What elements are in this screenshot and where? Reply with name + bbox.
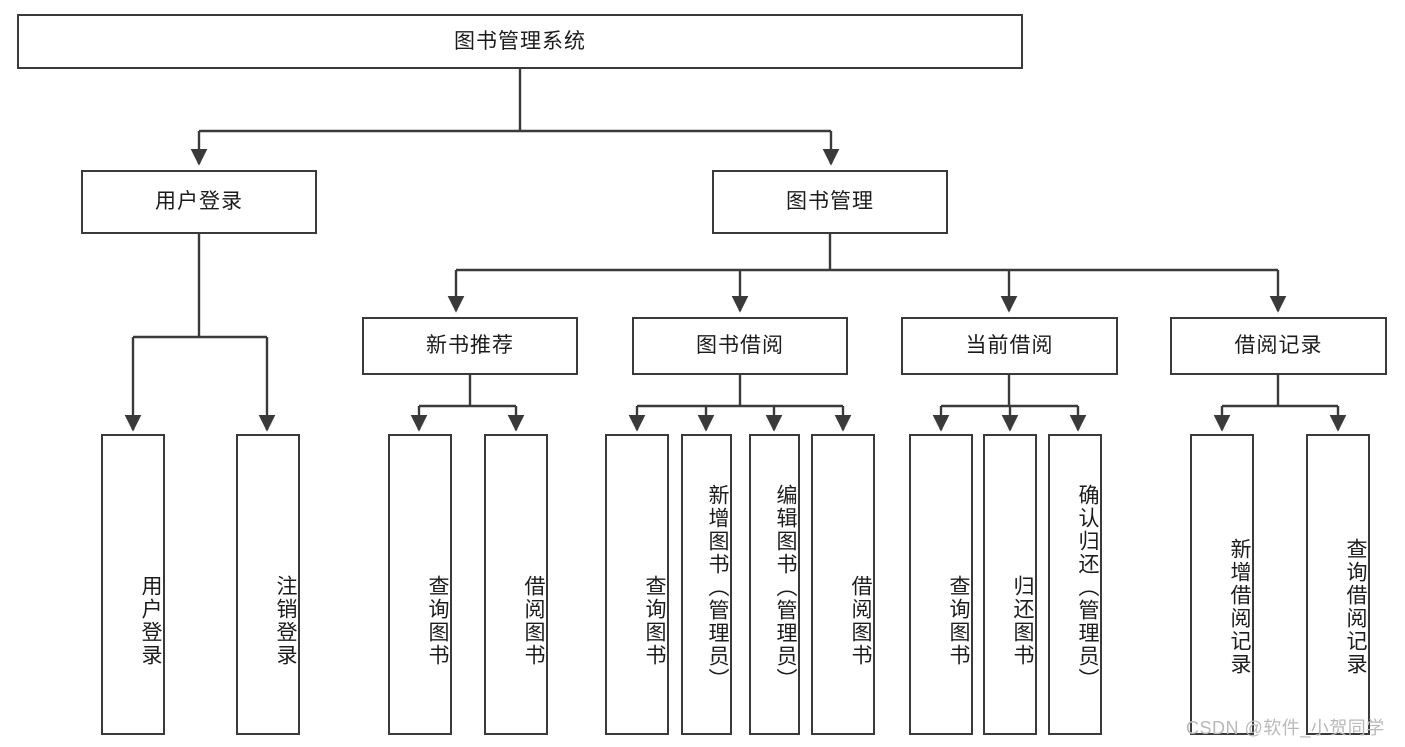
leaf-user-login-label: 用户登录 [139,574,162,667]
node-current-borrow[interactable]: 当前借阅 [901,317,1118,375]
node-new-book-recommend[interactable]: 新书推荐 [362,317,578,375]
leaf-query-book-3-label: 查询图书 [947,574,970,667]
node-new-book-recommend-label: 新书推荐 [426,334,514,358]
leaf-query-record-label: 查询借阅记录 [1344,537,1367,676]
node-book-borrow-label: 图书借阅 [696,334,784,358]
leaf-confirm-return[interactable]: 确认归还（管理员） [1048,434,1102,735]
leaf-logout[interactable]: 注销登录 [236,434,300,735]
leaf-confirm-return-label: 确认归还（管理员） [1076,484,1099,691]
leaf-user-login[interactable]: 用户登录 [101,434,165,735]
leaf-query-book-3[interactable]: 查询图书 [909,434,973,735]
leaf-borrow-book-1-label: 借阅图书 [522,574,545,667]
leaf-query-book-2[interactable]: 查询图书 [605,434,669,735]
node-current-borrow-label: 当前借阅 [965,334,1054,358]
leaf-borrow-book-1[interactable]: 借阅图书 [484,434,548,735]
leaf-query-book-1[interactable]: 查询图书 [388,434,452,735]
leaf-query-record[interactable]: 查询借阅记录 [1306,434,1370,735]
node-borrow-record[interactable]: 借阅记录 [1170,317,1387,375]
leaf-return-book[interactable]: 归还图书 [983,434,1037,735]
leaf-borrow-book-2[interactable]: 借阅图书 [811,434,875,735]
node-book-borrow[interactable]: 图书借阅 [632,317,848,375]
leaf-logout-label: 注销登录 [274,574,297,667]
node-root[interactable]: 图书管理系统 [17,14,1023,69]
leaf-return-book-label: 归还图书 [1011,574,1034,667]
leaf-add-record[interactable]: 新增借阅记录 [1190,434,1254,735]
node-book-management[interactable]: 图书管理 [712,170,948,234]
node-borrow-record-label: 借阅记录 [1234,334,1323,358]
node-user-login-label: 用户登录 [155,190,243,214]
leaf-borrow-book-2-label: 借阅图书 [849,574,872,667]
node-user-login[interactable]: 用户登录 [81,170,317,234]
leaf-edit-book-label: 编辑图书（管理员） [774,484,797,691]
leaf-add-book[interactable]: 新增图书（管理员） [681,434,732,735]
leaf-edit-book[interactable]: 编辑图书（管理员） [749,434,800,735]
leaf-query-book-2-label: 查询图书 [643,574,666,667]
leaf-query-book-1-label: 查询图书 [426,574,449,667]
leaf-add-book-label: 新增图书（管理员） [706,484,729,691]
leaf-add-record-label: 新增借阅记录 [1228,537,1251,676]
node-book-management-label: 图书管理 [786,190,874,214]
csdn-watermark: CSDN @软件_小贺同学 [1186,718,1385,738]
node-root-label: 图书管理系统 [454,29,586,53]
